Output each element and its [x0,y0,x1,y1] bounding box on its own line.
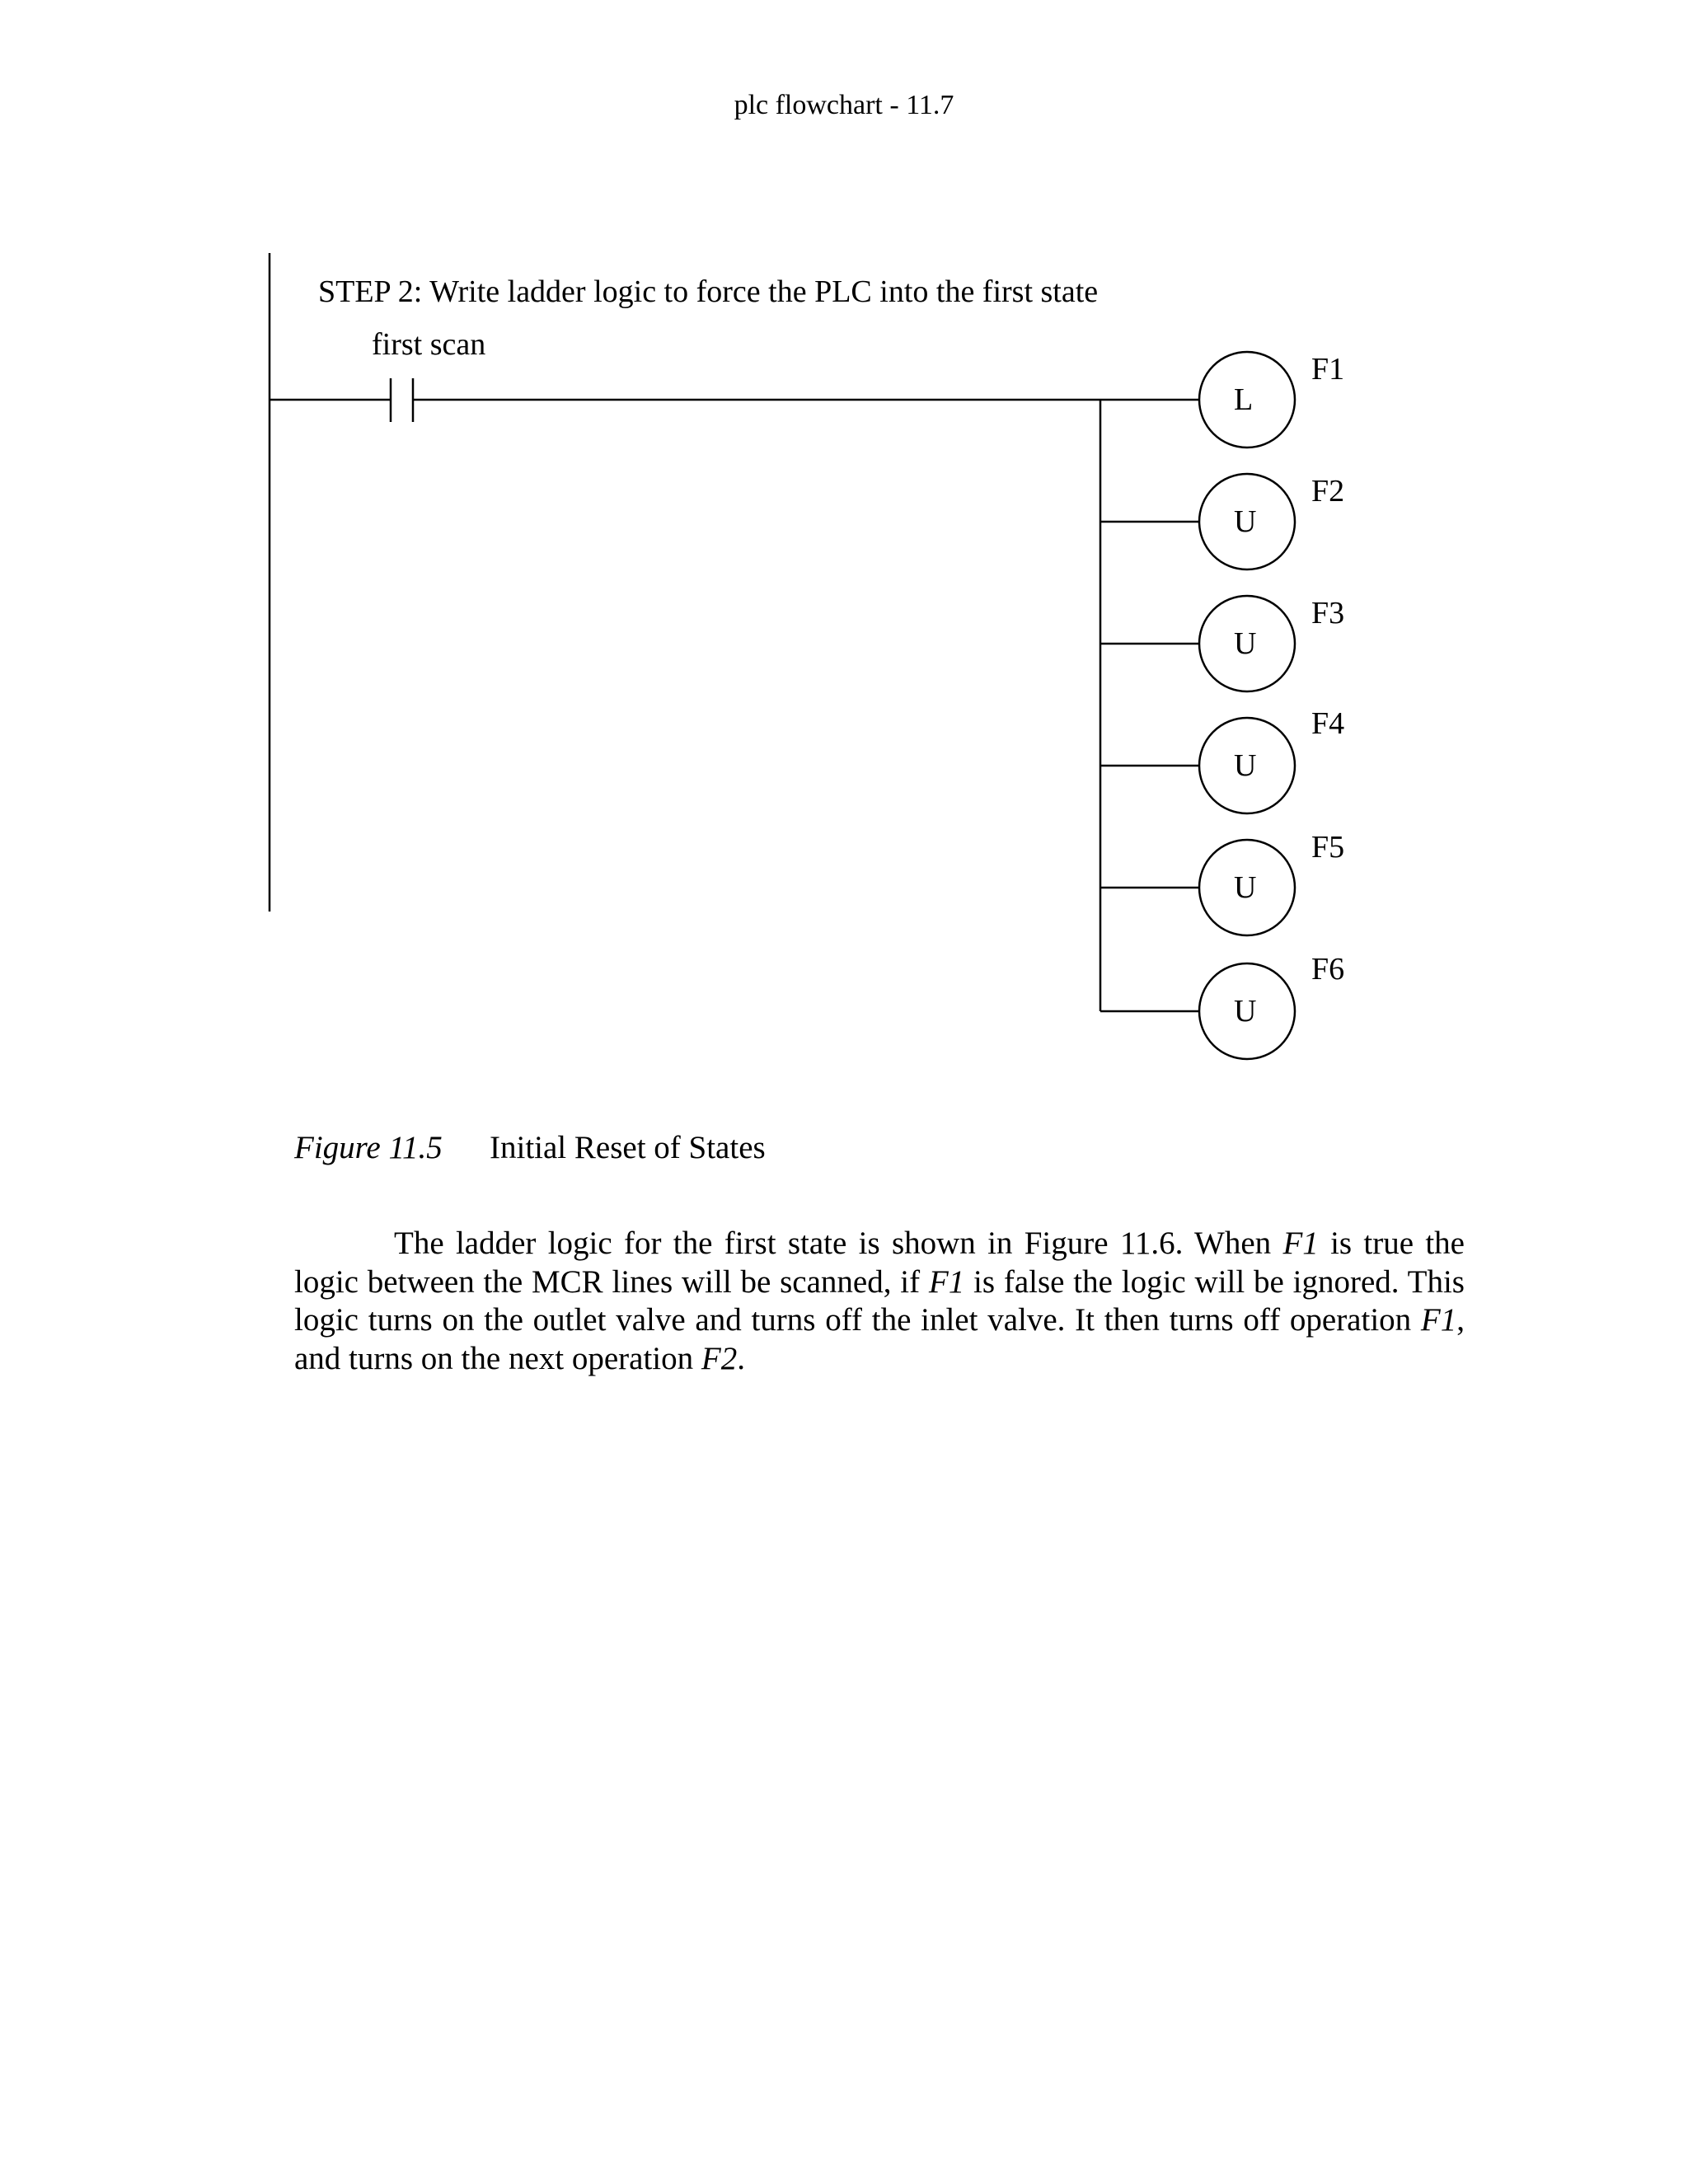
paragraph-italic: F2 [701,1340,738,1376]
coil-label: F5 [1311,830,1344,865]
coil-label: F2 [1311,474,1344,509]
latch-coil [1198,350,1296,449]
ladder-diagram: STEP 2: Write ladder logic to force the … [268,253,1344,1061]
paragraph-text: The ladder logic for the first state is … [394,1226,1283,1261]
paragraph-text: is false the logic will be ignored. This… [294,1263,1465,1338]
figure-caption: Figure 11.5 Initial Reset of States [294,1129,766,1167]
coil-letter: U [1234,994,1256,1029]
coil-letter: U [1234,504,1256,539]
step-title: STEP 2: Write ladder logic to force the … [318,274,1098,309]
paragraph-italic: F1 [928,1263,965,1300]
body-paragraph: The ladder logic for the first state is … [294,1225,1465,1378]
coil-label: F3 [1311,596,1344,630]
coil-letter: U [1234,748,1256,783]
figure-number: Figure 11.5 [294,1130,443,1165]
paragraph-italic: F1 [1420,1302,1457,1338]
first-scan-contact [389,378,415,422]
paragraph-text: is true the logic between the MCR lines … [294,1226,1465,1300]
page-header: plc flowchart - 11.7 [734,90,954,120]
coil-letter: U [1234,870,1256,905]
unlatch-coil [1198,962,1296,1061]
paragraph-text: , and turns on the next operation [294,1302,1465,1376]
unlatch-coil [1198,838,1296,937]
coil-letter: U [1234,626,1256,661]
unlatch-coil [1198,472,1296,571]
unlatch-coil [1198,716,1296,815]
contact-label: first scan [372,327,485,362]
coil-label: F6 [1311,952,1344,987]
coil-label: F1 [1311,352,1344,387]
paragraph-italic: F1 [1282,1226,1319,1261]
coil-letter: L [1234,382,1253,417]
paragraph-text: . [737,1340,745,1376]
unlatch-coil [1198,594,1296,693]
coil-label: F4 [1311,706,1344,741]
figure-title: Initial Reset of States [490,1130,766,1165]
